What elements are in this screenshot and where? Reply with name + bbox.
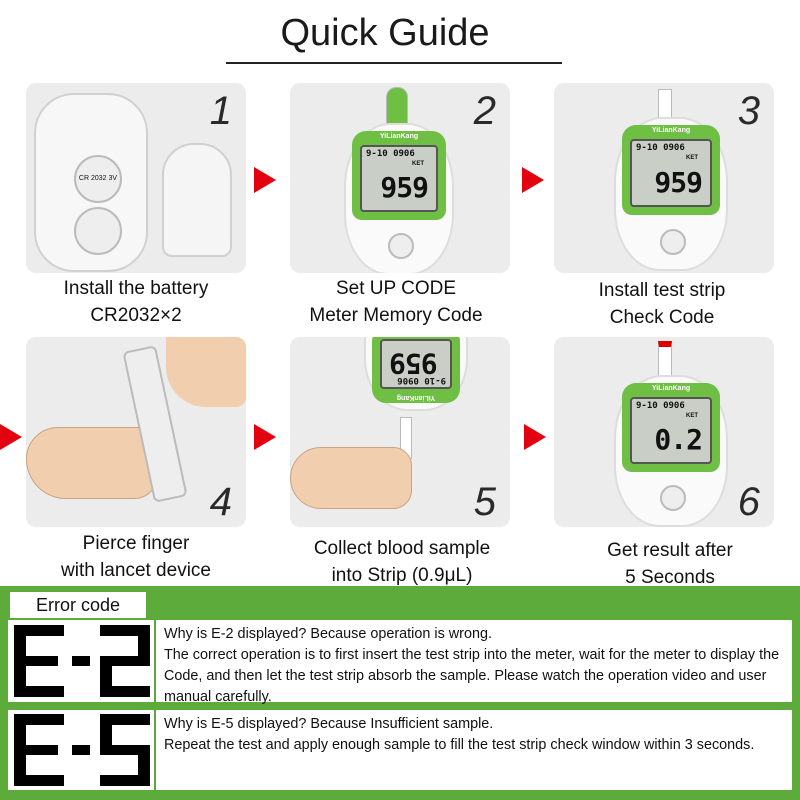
page-title: Quick Guide [280,12,490,54]
segment-e [14,625,64,697]
arrow-4-to-5 [254,424,276,450]
battery-slot-2 [74,207,122,255]
step-number: 1 [209,89,232,133]
error-e2-description: Why is E-2 displayed? Because operation … [164,626,780,705]
step-number: 4 [209,480,232,524]
step-1-panel: CR 2032 3V 1 [26,83,246,273]
hand-image [166,337,246,407]
battery-cover-image [162,143,232,257]
title-underline [226,62,562,64]
segment-e [14,714,64,786]
power-button-icon [388,233,414,259]
error-code-display [8,710,152,790]
step-number: 5 [473,480,496,524]
error-row-e5: Why is E-5 displayed? Because Insufficie… [8,710,792,790]
error-row-e2: Why is E-2 displayed? Because operation … [8,620,792,705]
arrow-5-to-6 [524,424,546,450]
segment-2 [100,625,151,697]
code-strip [386,87,408,125]
battery-slot-1: CR 2032 3V [74,155,122,203]
arrow-2-to-3 [522,167,544,193]
segment-5 [100,714,151,786]
power-button-icon [660,229,686,255]
finger-image [290,447,412,509]
step-number: 6 [737,480,760,524]
error-divider [154,620,156,702]
error-e5-description: Why is E-5 displayed? Because Insufficie… [164,716,755,753]
segment-dash [71,714,90,786]
arrow-into-4 [0,424,22,450]
step-4-panel: 4 [26,337,246,527]
arrow-1-to-2 [254,167,276,193]
finger-image [26,427,158,499]
error-code-display [8,620,152,702]
segment-dash [71,625,90,697]
error-divider [154,710,156,790]
error-code-label: Error code [10,592,146,618]
power-button-icon [660,485,686,511]
battery-compartment-image: CR 2032 3V [34,93,148,272]
step-number: 3 [737,89,760,133]
step-number: 2 [473,89,496,133]
